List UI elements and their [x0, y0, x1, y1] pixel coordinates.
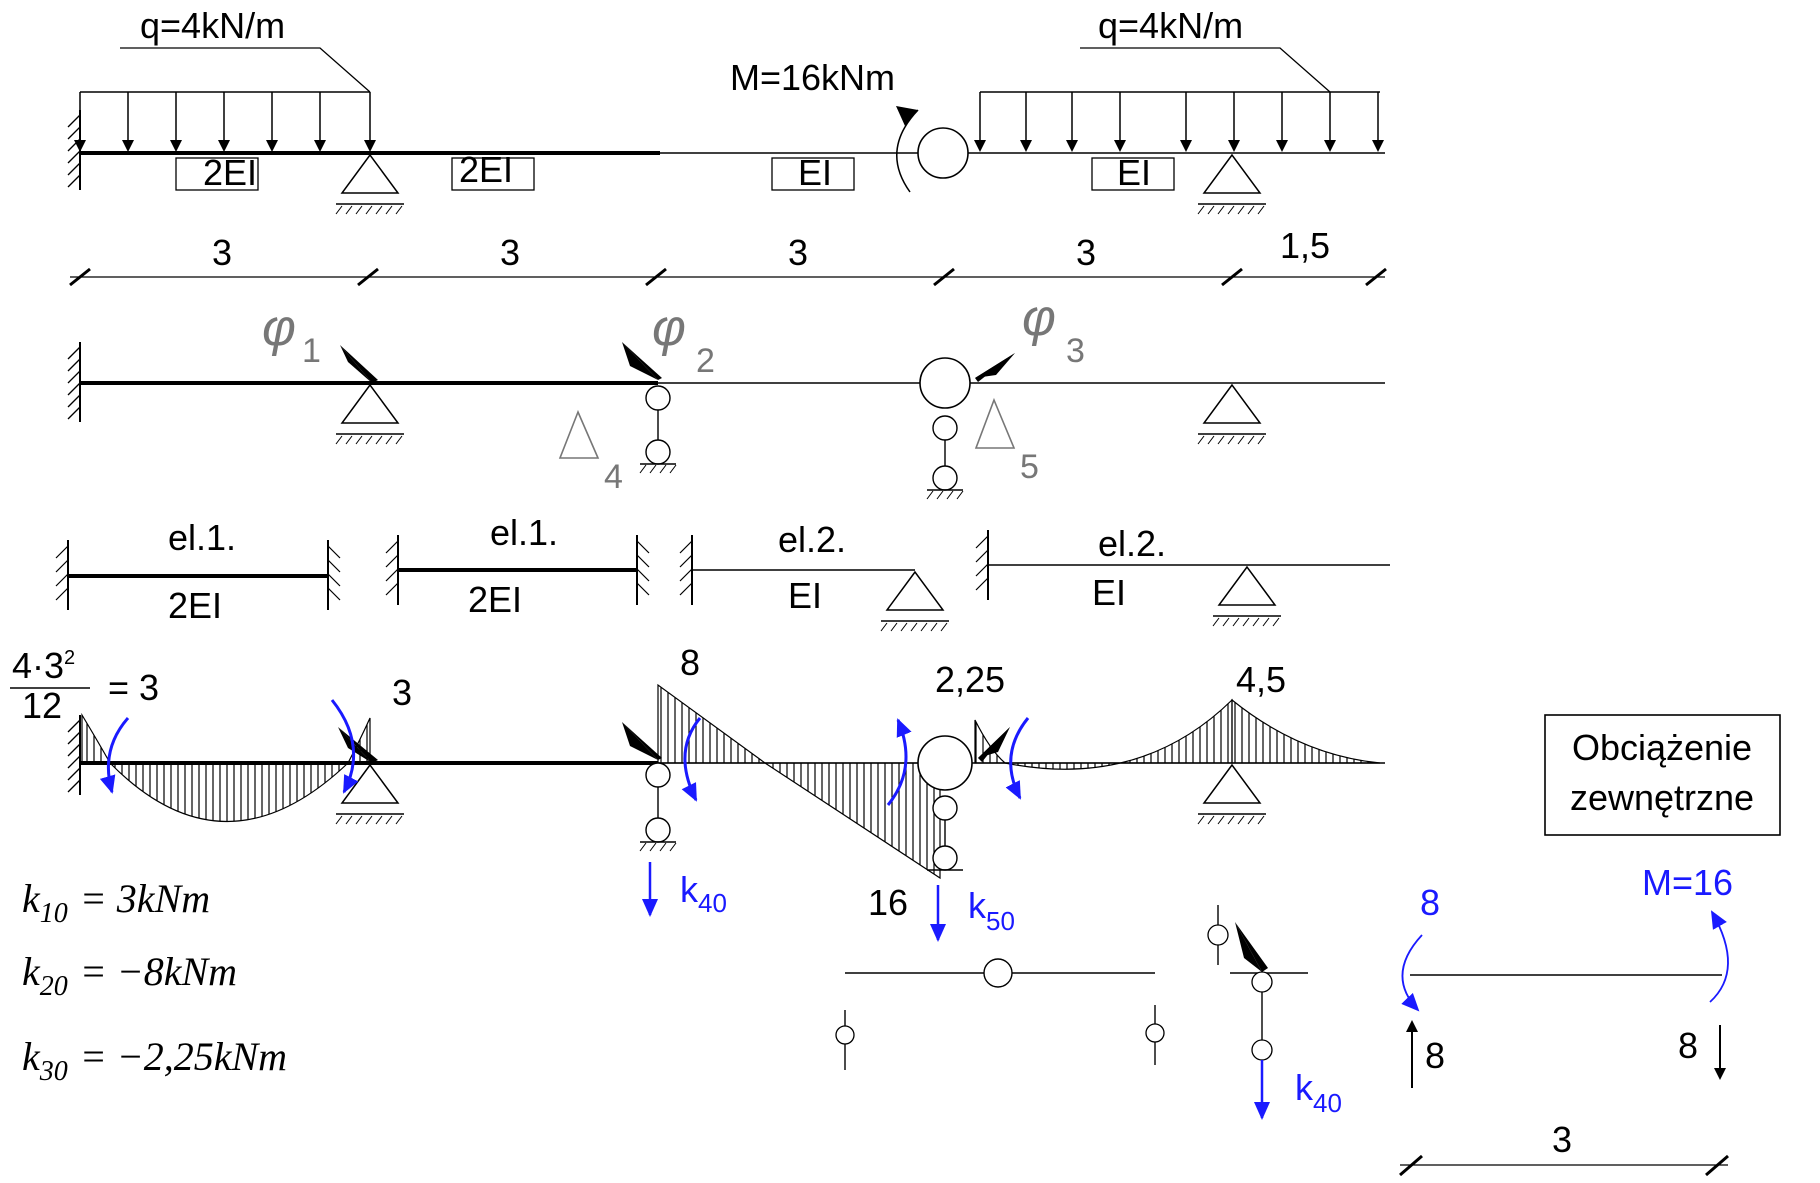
phi-2-symbol: φ	[652, 299, 686, 357]
load-q-left-label: q=4kN/m	[140, 5, 285, 46]
moment-value-2-25: 2,25	[935, 659, 1005, 700]
fem-fraction-result: = 3	[108, 667, 159, 708]
load-q-right-label: q=4kN/m	[1098, 5, 1243, 46]
side-beam: 8 M=16 8 8 3	[1399, 862, 1733, 1177]
moment-value-8: 8	[680, 642, 700, 683]
k50-label: k50	[968, 885, 1015, 936]
phi-1-symbol: φ	[262, 299, 296, 357]
k20-equation: k20= −8kNm	[22, 949, 237, 1002]
side-force-right: 8	[1678, 1025, 1698, 1066]
dimension-line: 3 3 3 3 1,5	[69, 225, 1387, 287]
element-1b-stiffness: 2EI	[468, 579, 522, 620]
phi-3-symbol: φ	[1022, 289, 1056, 347]
k10-equation: k10= 3kNm	[22, 876, 210, 929]
moment-value-4-5: 4,5	[1236, 659, 1286, 700]
phi-1-index: 1	[302, 332, 321, 370]
element-1a-name: el.1.	[168, 517, 236, 558]
phi-2-index: 2	[696, 342, 715, 380]
delta-5-index: 5	[1020, 448, 1039, 486]
delta-4-symbol	[558, 409, 600, 459]
element-2a-name: el.2.	[778, 519, 846, 560]
side-moment-8: 8	[1420, 882, 1440, 923]
stiffness-label-3: EI	[798, 152, 832, 193]
k40-label: k40	[680, 869, 727, 918]
fem-fraction-denominator: 12	[22, 685, 62, 726]
delta-5-symbol	[974, 397, 1016, 449]
dof-scheme: φ 1 φ 2 φ 3 4 5	[67, 289, 1385, 500]
dim-2: 3	[500, 232, 520, 273]
side-span-label: 3	[1552, 1119, 1572, 1160]
stiffness-label-2: 2EI	[459, 149, 513, 190]
moment-diagram: 4·32 12 = 3 3 8 2,25 4,5 16 k40 k50	[10, 642, 1385, 942]
element-2a-stiffness: EI	[788, 575, 822, 616]
moment-value-16: 16	[868, 882, 908, 923]
box-line-1: Obciążenie	[1572, 727, 1752, 768]
elements-row: el.1. 2EI el.1. 2EI el.2. EI el.2. EI	[55, 512, 1390, 632]
dim-1: 3	[212, 232, 232, 273]
moment-load-label: M=16kNm	[730, 57, 895, 98]
stiffness-label-4: EI	[1117, 152, 1151, 193]
fem-fraction-numerator: 4·32	[12, 645, 75, 686]
stiffness-label-1: 2EI	[203, 152, 257, 193]
dim-3: 3	[788, 232, 808, 273]
k30-equation: k30= −2,25kNm	[22, 1034, 287, 1087]
phi-3-index: 3	[1066, 332, 1085, 370]
side-moment-16: M=16	[1642, 862, 1733, 903]
kinematic-sketch: k40	[835, 905, 1342, 1120]
loaded-beam: q=4kN/m q=4kN/m M=16kNm 2EI	[67, 5, 1385, 215]
k-values: k10= 3kNm k20= −8kNm k30= −2,25kNm	[22, 876, 287, 1087]
dim-4: 3	[1076, 232, 1096, 273]
element-2b-name: el.2.	[1098, 523, 1166, 564]
box-line-2: zewnętrzne	[1570, 777, 1754, 818]
k40-sketch-label: k40	[1295, 1067, 1342, 1118]
element-2b-stiffness: EI	[1092, 572, 1126, 613]
element-1b-name: el.1.	[490, 512, 558, 553]
element-1a-stiffness: 2EI	[168, 585, 222, 626]
dim-5: 1,5	[1280, 225, 1330, 266]
delta-4-index: 4	[604, 458, 623, 496]
external-load-box: Obciążenie zewnętrzne	[1544, 714, 1781, 836]
moment-value-3: 3	[392, 672, 412, 713]
side-force-left: 8	[1425, 1035, 1445, 1076]
